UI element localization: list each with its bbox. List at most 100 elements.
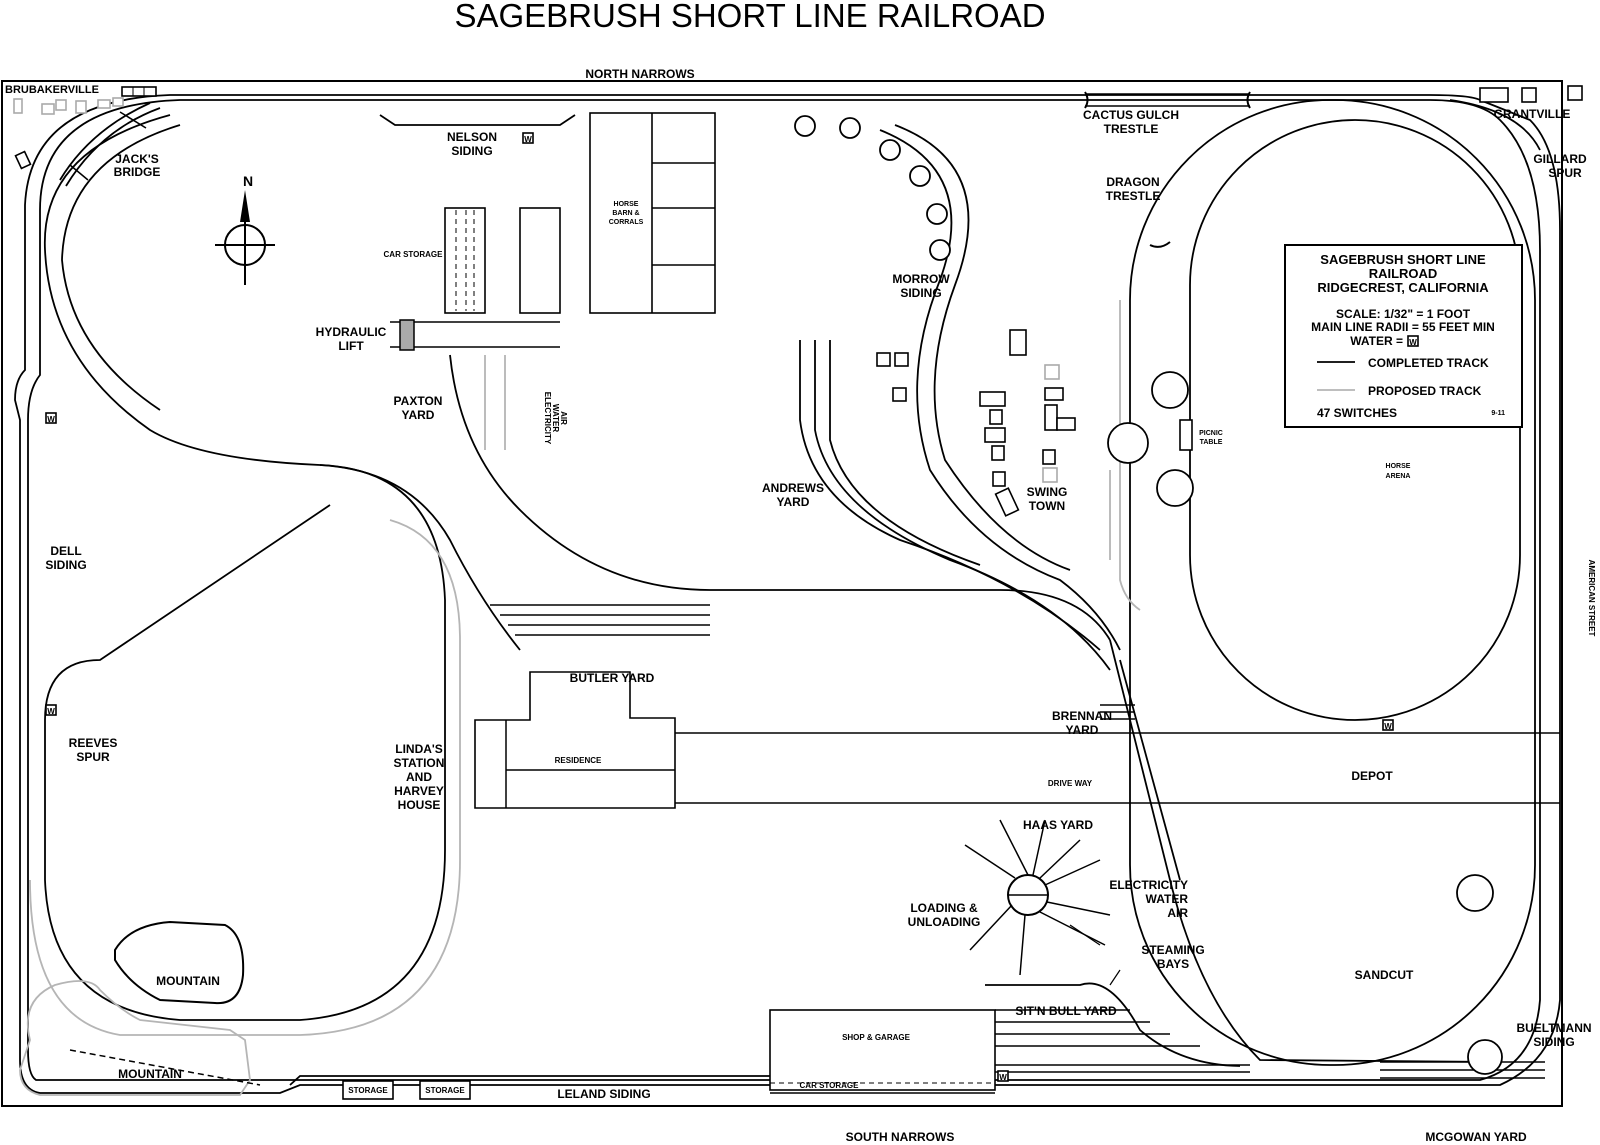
label-horse-barn-2: BARN & — [612, 210, 639, 217]
label-cactus-1: CACTUS GULCH — [1083, 108, 1179, 122]
shop-garage — [769, 1009, 996, 1091]
picnic-table — [1179, 419, 1193, 451]
label-car-storage-bottom: CAR STORAGE — [800, 1081, 860, 1090]
left-loop-track — [44, 114, 521, 651]
storage-box-2 — [419, 1080, 471, 1100]
label-gillard-2: SPUR — [1548, 166, 1582, 180]
label-butler-yard: BUTLER YARD — [570, 671, 655, 685]
legend-date: 9-11 — [1491, 410, 1505, 417]
label-morrow-1: MORROW — [892, 272, 950, 286]
label-reeves-1: REEVES — [69, 736, 118, 750]
label-dragon-2: TRESTLE — [1106, 189, 1161, 203]
morrow-siding-1 — [879, 129, 1121, 651]
label-morrow-2: SIDING — [900, 286, 941, 300]
label-depot: DEPOT — [1351, 769, 1393, 783]
main-line-outer — [14, 94, 1561, 1094]
svg-text:W: W — [1384, 722, 1392, 731]
label-jacks-bridge-1: JACK'S — [115, 152, 159, 166]
label-horse-barn-1: HORSE — [614, 201, 639, 208]
label-horse-barn-3: CORRALS — [609, 219, 644, 226]
storage-building — [519, 207, 561, 314]
left-loop-track-2 — [61, 124, 181, 411]
label-north-narrows: NORTH NARROWS — [585, 67, 694, 81]
arena-loop-outer — [1129, 99, 1536, 1066]
jacks-bridge-track — [65, 107, 161, 187]
room-outline — [1, 80, 1563, 1107]
label-picnic-2: TABLE — [1200, 439, 1223, 446]
nelson-siding — [379, 114, 576, 126]
legend-completed: COMPLETED TRACK — [1368, 356, 1489, 370]
label-lindas-5: HOUSE — [398, 798, 441, 812]
label-nelson-2: SIDING — [451, 144, 492, 158]
label-sitn-bull: SIT'N BULL YARD — [1015, 1004, 1117, 1018]
leland-siding — [289, 1075, 970, 1086]
label-lindas-4: HARVEY — [394, 784, 444, 798]
label-paxton-1: PAXTON — [394, 394, 443, 408]
label-bueltmann-1: BUELTMANN — [1516, 1021, 1591, 1035]
label-mountain-inner: MOUNTAIN — [156, 974, 220, 988]
label-elec2-2: WATER — [1146, 892, 1189, 906]
storage-box-1 — [342, 1080, 394, 1100]
label-utility-3: AIR — [559, 411, 568, 425]
label-shop-garage: SHOP & GARAGE — [842, 1033, 911, 1042]
brubakerville-spur — [59, 102, 151, 181]
label-utility-1: ELECTRICITY — [543, 392, 552, 445]
label-andrews-2: YARD — [777, 495, 810, 509]
legend-box: SAGEBRUSH SHORT LINE RAILROAD RIDGECREST… — [1284, 244, 1523, 428]
label-south-narrows: SOUTH NARROWS — [846, 1130, 955, 1144]
label-swing-2: TOWN — [1029, 499, 1065, 513]
label-swing-1: SWING — [1027, 485, 1068, 499]
label-reeves-2: SPUR — [76, 750, 110, 764]
label-steaming-2: BAYS — [1157, 957, 1189, 971]
arena-proposed — [1109, 300, 1141, 611]
morrow-siding-2 — [894, 124, 1071, 571]
label-mountain-outer: MOUNTAIN — [118, 1067, 182, 1081]
sitn-bull-lead — [985, 982, 1241, 1067]
label-lindas-2: STATION — [394, 756, 445, 770]
label-grantville: GRANTVILLE — [1494, 107, 1571, 121]
label-drive-way: DRIVE WAY — [1048, 779, 1093, 788]
legend-title-2: RAILROAD — [1369, 266, 1438, 281]
legend-switches: 47 SWITCHES — [1317, 406, 1397, 420]
label-loading-2: UNLOADING — [908, 915, 981, 929]
tree-icons — [794, 115, 1503, 1075]
label-elec2-3: AIR — [1167, 906, 1188, 920]
svg-text:W: W — [999, 1073, 1007, 1082]
label-steaming-1: STEAMING — [1141, 943, 1204, 957]
label-haas-yard: HAAS YARD — [1023, 818, 1093, 832]
label-brubakerville: BRUBAKERVILLE — [5, 84, 99, 96]
svg-text:W: W — [524, 135, 532, 144]
label-lindas-1: LINDA'S — [395, 742, 443, 756]
haas-turntable — [964, 819, 1111, 976]
label-cactus-2: TRESTLE — [1104, 122, 1159, 136]
label-sandcut: SANDCUT — [1355, 968, 1414, 982]
label-nelson-1: NELSON — [447, 130, 497, 144]
andrews-yard-track-3 — [829, 340, 981, 566]
legend-radii: MAIN LINE RADII = 55 FEET MIN — [1311, 320, 1495, 334]
water-markers: W W W W W — [45, 132, 1394, 1082]
residence-building — [474, 671, 676, 809]
svg-text:W: W — [1409, 338, 1417, 347]
compass-n-label: N — [243, 173, 253, 189]
label-utility-2: WATER — [551, 404, 560, 433]
svg-text:W: W — [47, 415, 55, 424]
gillard-spur — [1449, 99, 1541, 151]
map-title: SAGEBRUSH SHORT LINE RAILROAD — [454, 0, 1045, 34]
label-american-street: AMERICAN STREET — [1587, 560, 1596, 637]
label-hydraulic-2: LIFT — [338, 339, 364, 353]
label-picnic-1: PICNIC — [1199, 430, 1223, 437]
label-leland-siding: LELAND SIDING — [557, 1087, 650, 1101]
legend-title-3: RIDGECREST, CALIFORNIA — [1317, 280, 1489, 295]
label-brennan-1: BRENNAN — [1052, 709, 1112, 723]
label-dell-2: SIDING — [45, 558, 86, 572]
label-jacks-bridge-2: BRIDGE — [114, 165, 161, 179]
label-car-storage-top: CAR STORAGE — [384, 250, 444, 259]
label-residence: RESIDENCE — [555, 756, 602, 765]
label-dragon-1: DRAGON — [1106, 175, 1159, 189]
label-storage-1: STORAGE — [348, 1086, 388, 1095]
label-dell-1: DELL — [50, 544, 81, 558]
label-gillard-1: GILLARD — [1533, 152, 1587, 166]
legend-water: WATER = — [1350, 334, 1403, 348]
car-storage-top — [444, 207, 486, 314]
